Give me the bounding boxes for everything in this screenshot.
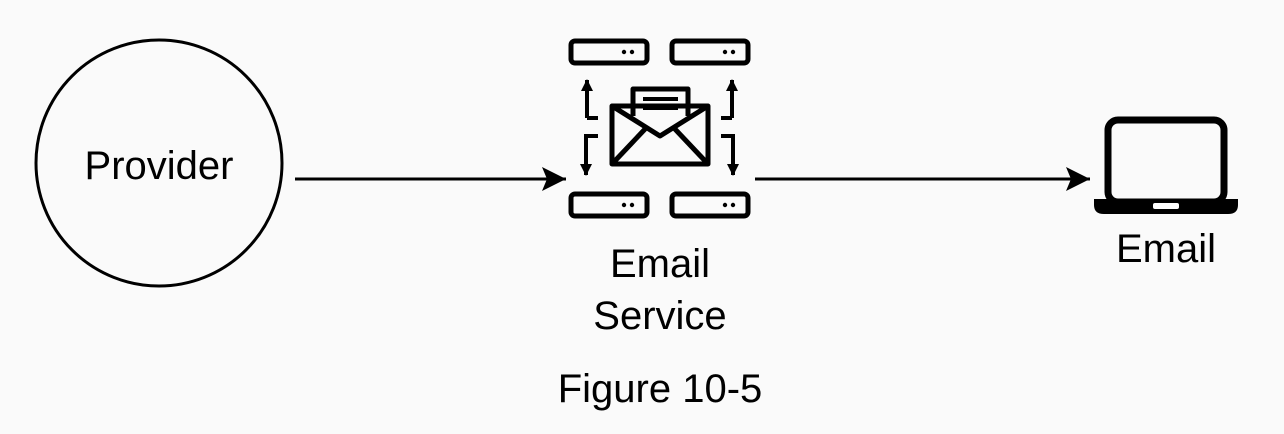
laptop-screen <box>1104 116 1228 206</box>
server-icon <box>568 38 650 66</box>
laptop-icon <box>1094 116 1238 214</box>
envelope-icon <box>609 86 711 167</box>
email-service-label: Email Service <box>540 238 780 342</box>
server-icon <box>669 38 751 66</box>
provider-node <box>34 38 284 288</box>
laptop-touchpad <box>1153 203 1179 209</box>
server-icon <box>669 191 751 219</box>
email-service-label-line1: Email <box>609 242 711 286</box>
letter-lines <box>643 97 678 110</box>
sync-arrows-left <box>580 79 598 176</box>
email-label: Email <box>1115 227 1217 271</box>
email-service-label-line2: Service <box>593 294 727 338</box>
server-icon <box>568 191 650 219</box>
sync-arrows-right <box>721 79 739 176</box>
email-server-icon <box>568 38 751 219</box>
figure-caption: Figure 10-5 <box>557 367 763 411</box>
provider-label: Provider <box>84 144 234 188</box>
